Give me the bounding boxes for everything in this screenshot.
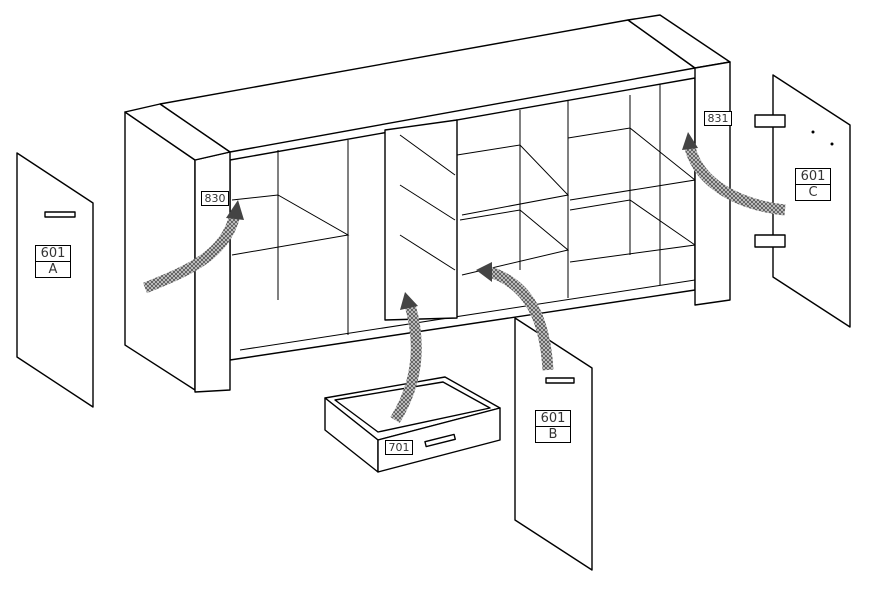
side-right-label: 831 [704, 111, 732, 126]
arrow-head-icon [400, 292, 418, 310]
cabinet-body [159, 19, 697, 361]
arrow-head-icon [682, 132, 698, 150]
door-handle-icon [44, 211, 76, 218]
side-left-label: 830 [201, 191, 229, 206]
drawer [324, 376, 501, 473]
door-c-label: 601 C [795, 168, 831, 201]
arrow-head-icon [226, 200, 244, 220]
part-code: 601 [800, 169, 826, 184]
left-side-panel [124, 103, 231, 393]
drawer-label: 701 [385, 440, 413, 455]
door-a [16, 152, 94, 408]
door-b-label: 601 B [535, 410, 571, 443]
drawer-handle-icon [424, 433, 456, 448]
part-letter: A [36, 261, 70, 277]
assembly-arrows [142, 132, 786, 423]
part-letter: C [796, 184, 830, 200]
arrow-head-icon [476, 262, 492, 282]
part-code: 601 [540, 411, 566, 426]
door-c [754, 74, 851, 328]
door-a-label: 601 A [35, 245, 71, 278]
hinge-icon [754, 114, 786, 128]
hinge-icon [754, 234, 786, 248]
drawer-runners [399, 134, 456, 271]
part-code: 601 [40, 246, 66, 261]
door-b [514, 317, 593, 571]
door-handle-icon [545, 377, 575, 384]
part-letter: B [536, 426, 570, 442]
